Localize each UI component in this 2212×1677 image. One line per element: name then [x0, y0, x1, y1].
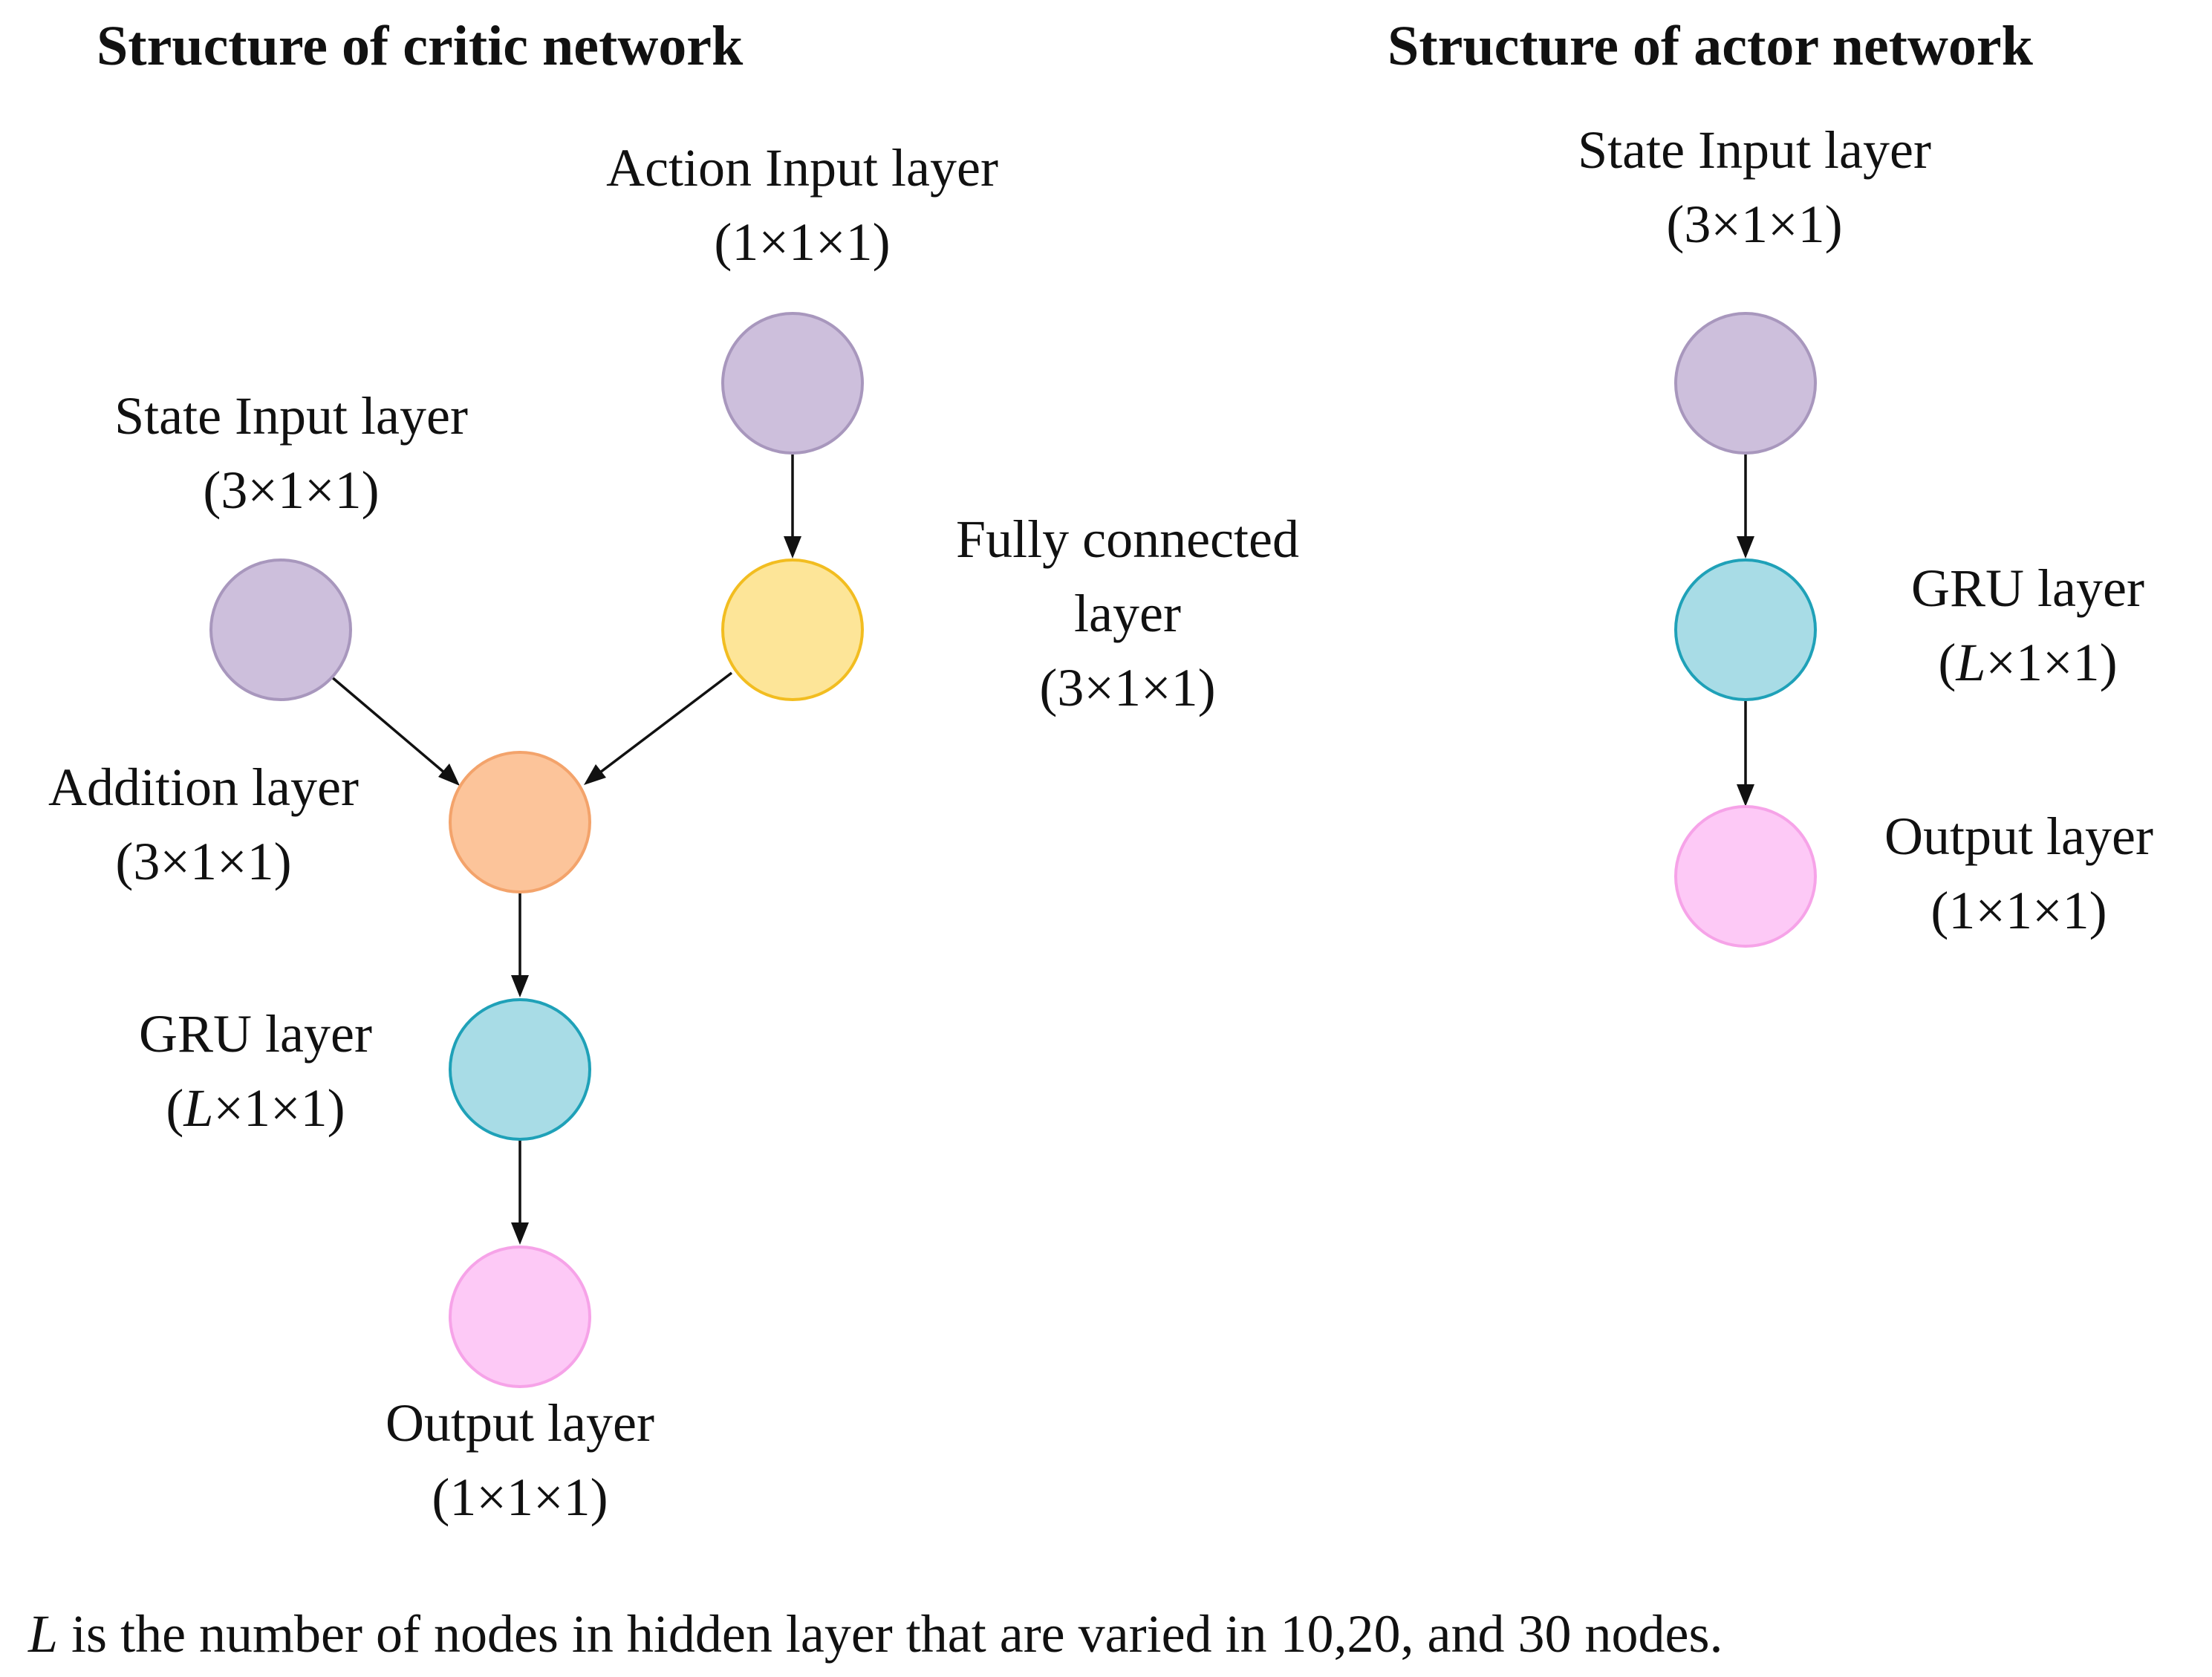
footnote-text: is the number of nodes in hidden layer t…	[58, 1604, 1723, 1664]
arrowhead-fc-to-addition	[584, 764, 606, 785]
actor-output-name: Output layer	[1884, 807, 2153, 866]
arrowhead-action-to-fc	[784, 536, 801, 559]
actor-gru-dims-rest: ×1×1)	[1985, 633, 2118, 692]
critic-action-input-dims: (1×1×1)	[714, 212, 891, 272]
actor-gru-dims-var: L	[1956, 633, 1986, 692]
actor-state-input-name: State Input layer	[1578, 120, 1931, 180]
arrowhead-gru-to-output	[511, 1222, 529, 1245]
arrowhead-actor-gru-to-output	[1737, 784, 1754, 807]
critic-addition-label: Addition layer (3×1×1)	[48, 750, 359, 899]
footnote-var: L	[28, 1604, 59, 1664]
critic-state-input-name: State Input layer	[114, 386, 468, 446]
critic-action-input-node	[721, 312, 864, 455]
critic-gru-dims-var: L	[183, 1078, 214, 1138]
actor-state-input-node	[1674, 312, 1817, 455]
actor-output-label: Output layer (1×1×1)	[1884, 799, 2153, 948]
critic-gru-node	[449, 998, 591, 1141]
critic-fc-label: Fully connected layer (3×1×1)	[956, 502, 1299, 725]
actor-output-node	[1674, 805, 1817, 948]
actor-gru-node	[1674, 559, 1817, 701]
actor-gru-label: GRU layer (L×1×1)	[1911, 551, 2144, 700]
critic-addition-name: Addition layer	[48, 758, 359, 817]
critic-action-input-label: Action Input layer (1×1×1)	[606, 131, 998, 279]
actor-gru-name: GRU layer	[1911, 559, 2144, 618]
edge-fc-to-addition	[593, 671, 733, 778]
critic-output-node	[449, 1245, 591, 1388]
critic-fc-name-line2: layer	[1074, 584, 1181, 643]
actor-state-input-dims: (3×1×1)	[1666, 195, 1843, 254]
critic-output-name: Output layer	[386, 1393, 654, 1453]
edge-state-to-addition	[325, 671, 451, 778]
critic-title: Structure of critic network	[97, 15, 744, 77]
critic-fc-node	[721, 559, 864, 701]
arrowhead-actor-state-to-gru	[1737, 536, 1754, 559]
arrowhead-addition-to-gru	[511, 975, 529, 997]
critic-output-dims: (1×1×1)	[432, 1468, 608, 1527]
critic-gru-name: GRU layer	[139, 1004, 372, 1064]
critic-gru-dims: (L×1×1)	[166, 1078, 345, 1138]
critic-state-input-node	[209, 559, 352, 701]
actor-state-input-label: State Input layer (3×1×1)	[1578, 113, 1931, 261]
actor-output-dims: (1×1×1)	[1930, 881, 2107, 940]
critic-output-label: Output layer (1×1×1)	[386, 1386, 654, 1534]
critic-fc-dims: (3×1×1)	[1039, 658, 1216, 717]
arrowhead-state-to-addition	[438, 763, 460, 786]
critic-addition-node	[449, 751, 591, 893]
actor-gru-dims: (L×1×1)	[1938, 633, 2118, 692]
critic-gru-label: GRU layer (L×1×1)	[139, 997, 372, 1145]
critic-addition-dims: (3×1×1)	[115, 832, 292, 891]
critic-gru-dims-rest: ×1×1)	[213, 1078, 345, 1138]
actor-title: Structure of actor network	[1388, 15, 2033, 77]
critic-state-input-label: State Input layer (3×1×1)	[114, 379, 468, 527]
critic-action-input-name: Action Input layer	[606, 138, 998, 198]
critic-fc-name-line1: Fully connected	[956, 509, 1299, 569]
critic-state-input-dims: (3×1×1)	[203, 460, 380, 520]
footnote: L is the number of nodes in hidden layer…	[28, 1597, 1723, 1671]
